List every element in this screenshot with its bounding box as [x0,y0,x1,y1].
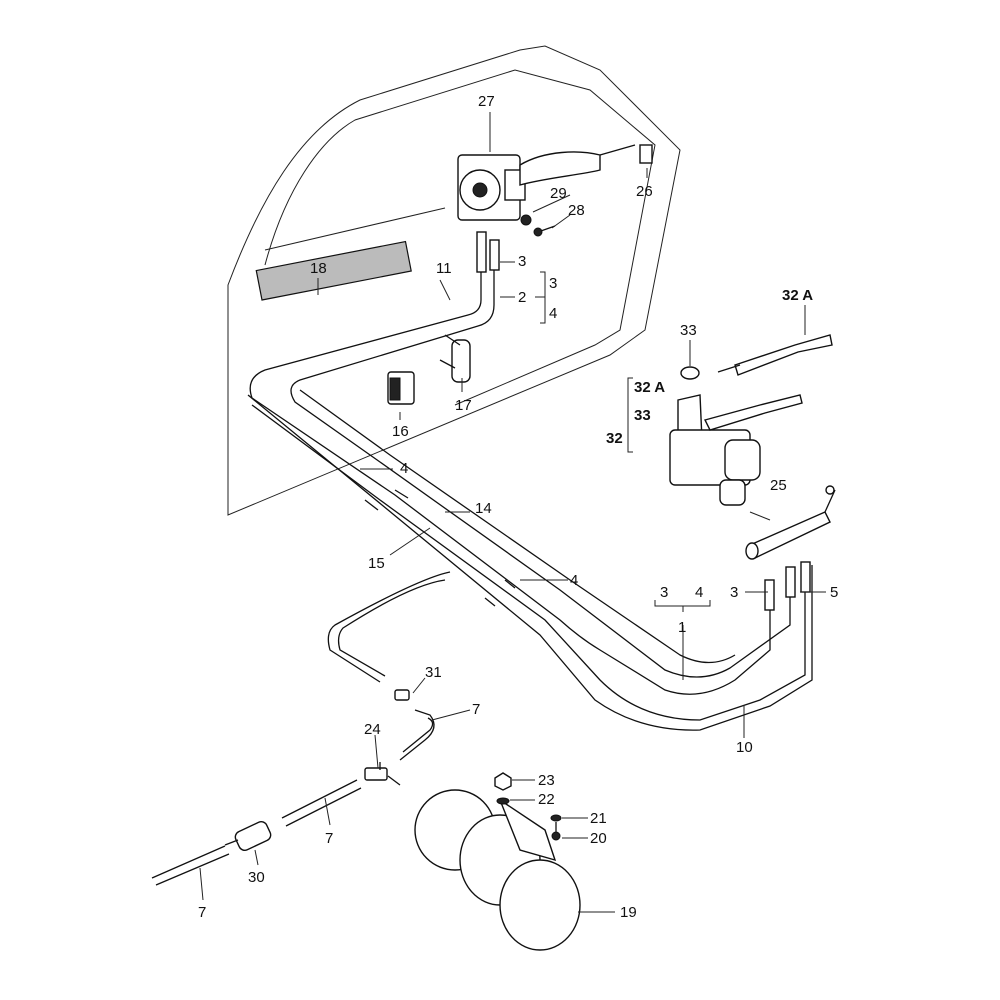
cap-33 [680,366,700,380]
hose-stub-3-right [764,579,775,611]
label-32a-left: 32 A [634,379,665,396]
label-25: 25 [770,477,787,494]
label-4-c: 4 [570,572,578,589]
label-3-a: 3 [518,253,526,270]
distributor-25 [745,485,836,560]
bracket-32 [627,377,633,453]
label-32: 32 [606,430,623,447]
label-17: 17 [455,397,472,414]
label-26: 26 [636,183,653,200]
label-15: 15 [368,555,385,572]
label-1: 1 [678,619,686,636]
hose-7-right [399,709,435,761]
label-11: 11 [436,260,452,277]
label-14: 14 [475,500,492,517]
hose-stub-5-right-a [785,566,796,598]
check-valve-30 [224,821,272,851]
washer-29 [520,214,532,226]
label-23: 23 [538,772,555,789]
screw-28 [533,225,556,237]
vacuum-tank-19 [414,789,581,951]
label-2: 2 [518,289,526,306]
label-3-b: 3 [549,275,557,292]
door-window-sill [264,207,446,251]
tee-24 [364,762,401,786]
label-21: 21 [590,810,607,827]
label-19: 19 [620,904,637,921]
label-7-a: 7 [472,701,480,718]
label-27: 27 [478,93,495,110]
label-30: 30 [248,869,265,886]
label-33-b: 33 [634,407,651,424]
label-22: 22 [538,791,555,808]
bolt-20 [551,822,561,841]
label-3-c: 3 [660,584,668,601]
label-31: 31 [425,664,442,681]
label-18: 18 [310,260,327,277]
label-7-b: 7 [325,830,333,847]
hose-7-mid-b [285,787,362,827]
label-28: 28 [568,202,585,219]
label-4-b: 4 [400,460,408,477]
nut-23 [494,772,512,791]
label-29: 29 [550,185,567,202]
connector-31 [394,689,410,701]
hose-stub-3-top-b [489,239,500,271]
trim-strip-18 [255,240,412,301]
bracket-3-4 [535,271,546,324]
label-3-d: 3 [730,584,738,601]
hose-7-mid [281,779,358,819]
door-window-outline [264,69,656,406]
label-16: 16 [392,423,409,440]
label-4-d: 4 [695,584,703,601]
label-33-a: 33 [680,322,697,339]
clamp-17 [439,334,471,383]
hose-stub-3-top [476,231,487,273]
cable-32a-top [717,334,833,376]
hose-7-left-b [155,853,230,886]
label-20: 20 [590,830,607,847]
washer-21 [550,814,562,822]
bracket-1 [654,600,711,612]
hose-stub-5-right-b [800,561,811,593]
hose-7-left [151,845,226,879]
door-outline [227,45,681,516]
actuator-32 [669,394,803,506]
label-32a-top: 32 A [782,287,813,304]
clip-16 [387,371,415,405]
washer-22 [496,797,510,805]
hose-7-right-b [402,717,434,753]
label-10: 10 [736,739,753,756]
label-7-c: 7 [198,904,206,921]
label-5: 5 [830,584,838,601]
label-24: 24 [364,721,381,738]
vacuum-lines [247,270,813,731]
lock-assembly-27 [457,144,653,221]
label-4-a: 4 [549,305,557,322]
